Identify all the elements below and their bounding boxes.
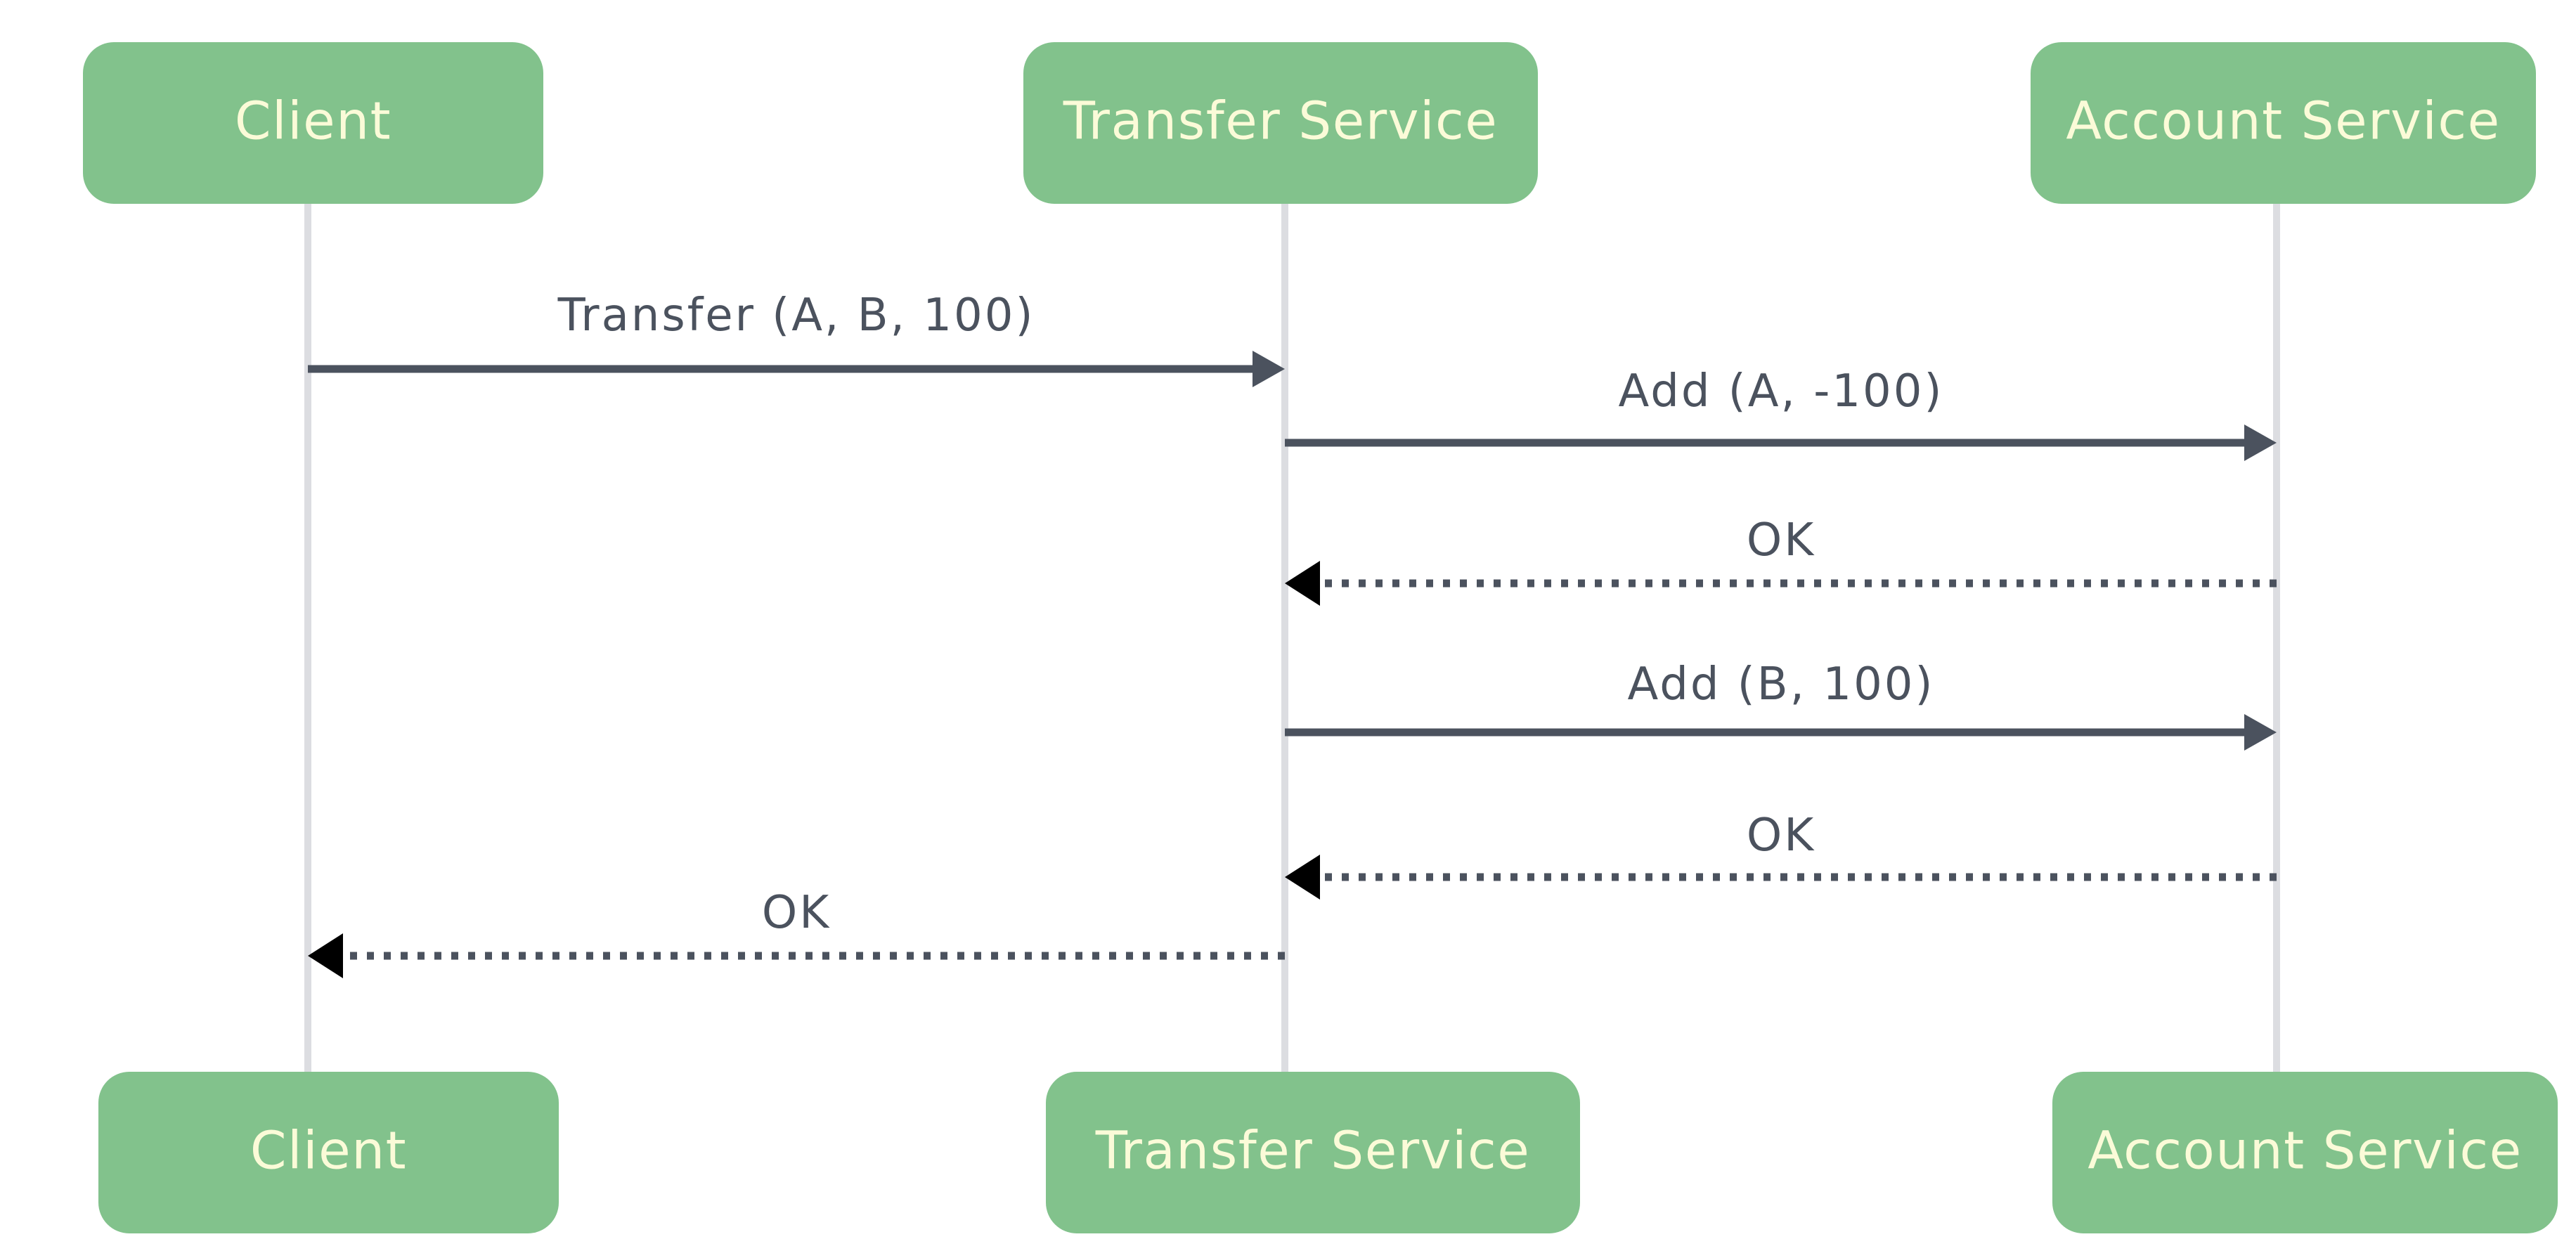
message-1[interactable]: Transfer (A, B, 100) [308, 290, 1285, 387]
message-label-6: OK [762, 887, 831, 939]
messages-layer: Transfer (A, B, 100) Add (A, -100) OK Add (… [308, 290, 2277, 978]
actor-box-transfer-service-top[interactable] [1023, 42, 1538, 204]
actor-label-client-top: Client [235, 91, 391, 152]
actor-account-service-top[interactable]: Account Service [2031, 42, 2536, 204]
message-arrowhead-4 [2244, 714, 2277, 751]
message-label-2: Add (A, -100) [1619, 365, 1944, 417]
message-label-4: Add (B, 100) [1628, 659, 1935, 711]
message-arrowhead-3 [1285, 561, 1320, 606]
actor-label-transfer-service-top: Transfer Service [1063, 91, 1499, 152]
message-arrowhead-1 [1253, 351, 1285, 387]
message-6[interactable]: OK [308, 887, 1285, 978]
actor-label-transfer-service-bottom: Transfer Service [1095, 1121, 1531, 1181]
message-5[interactable]: OK [1285, 810, 2277, 900]
message-label-1: Transfer (A, B, 100) [557, 290, 1035, 342]
actor-client-bottom[interactable]: Client [98, 1072, 559, 1233]
actor-box-client-top[interactable] [83, 42, 543, 204]
actor-account-service-bottom[interactable]: Account Service [2052, 1072, 2558, 1233]
actor-label-account-service-top: Account Service [2066, 91, 2500, 152]
actor-transfer-service-bottom[interactable]: Transfer Service [1046, 1072, 1580, 1233]
actor-box-client-bottom[interactable] [98, 1072, 559, 1233]
actor-box-transfer-service-bottom[interactable] [1046, 1072, 1580, 1233]
message-2[interactable]: Add (A, -100) [1285, 365, 2277, 461]
actor-box-account-service-top[interactable] [2031, 42, 2536, 204]
message-arrowhead-6 [308, 933, 343, 978]
actor-label-account-service-bottom: Account Service [2088, 1121, 2522, 1181]
message-label-3: OK [1747, 514, 1816, 566]
actor-client-top[interactable]: Client [83, 42, 543, 204]
message-arrowhead-5 [1285, 855, 1320, 900]
actor-box-account-service-bottom[interactable] [2052, 1072, 2558, 1233]
message-3[interactable]: OK [1285, 514, 2277, 606]
message-4[interactable]: Add (B, 100) [1285, 659, 2277, 751]
actor-transfer-service-top[interactable]: Transfer Service [1023, 42, 1538, 204]
lifelines-layer [304, 204, 2280, 1072]
message-label-5: OK [1747, 810, 1816, 862]
message-arrowhead-2 [2244, 424, 2277, 461]
actor-label-client-bottom: Client [250, 1121, 407, 1181]
